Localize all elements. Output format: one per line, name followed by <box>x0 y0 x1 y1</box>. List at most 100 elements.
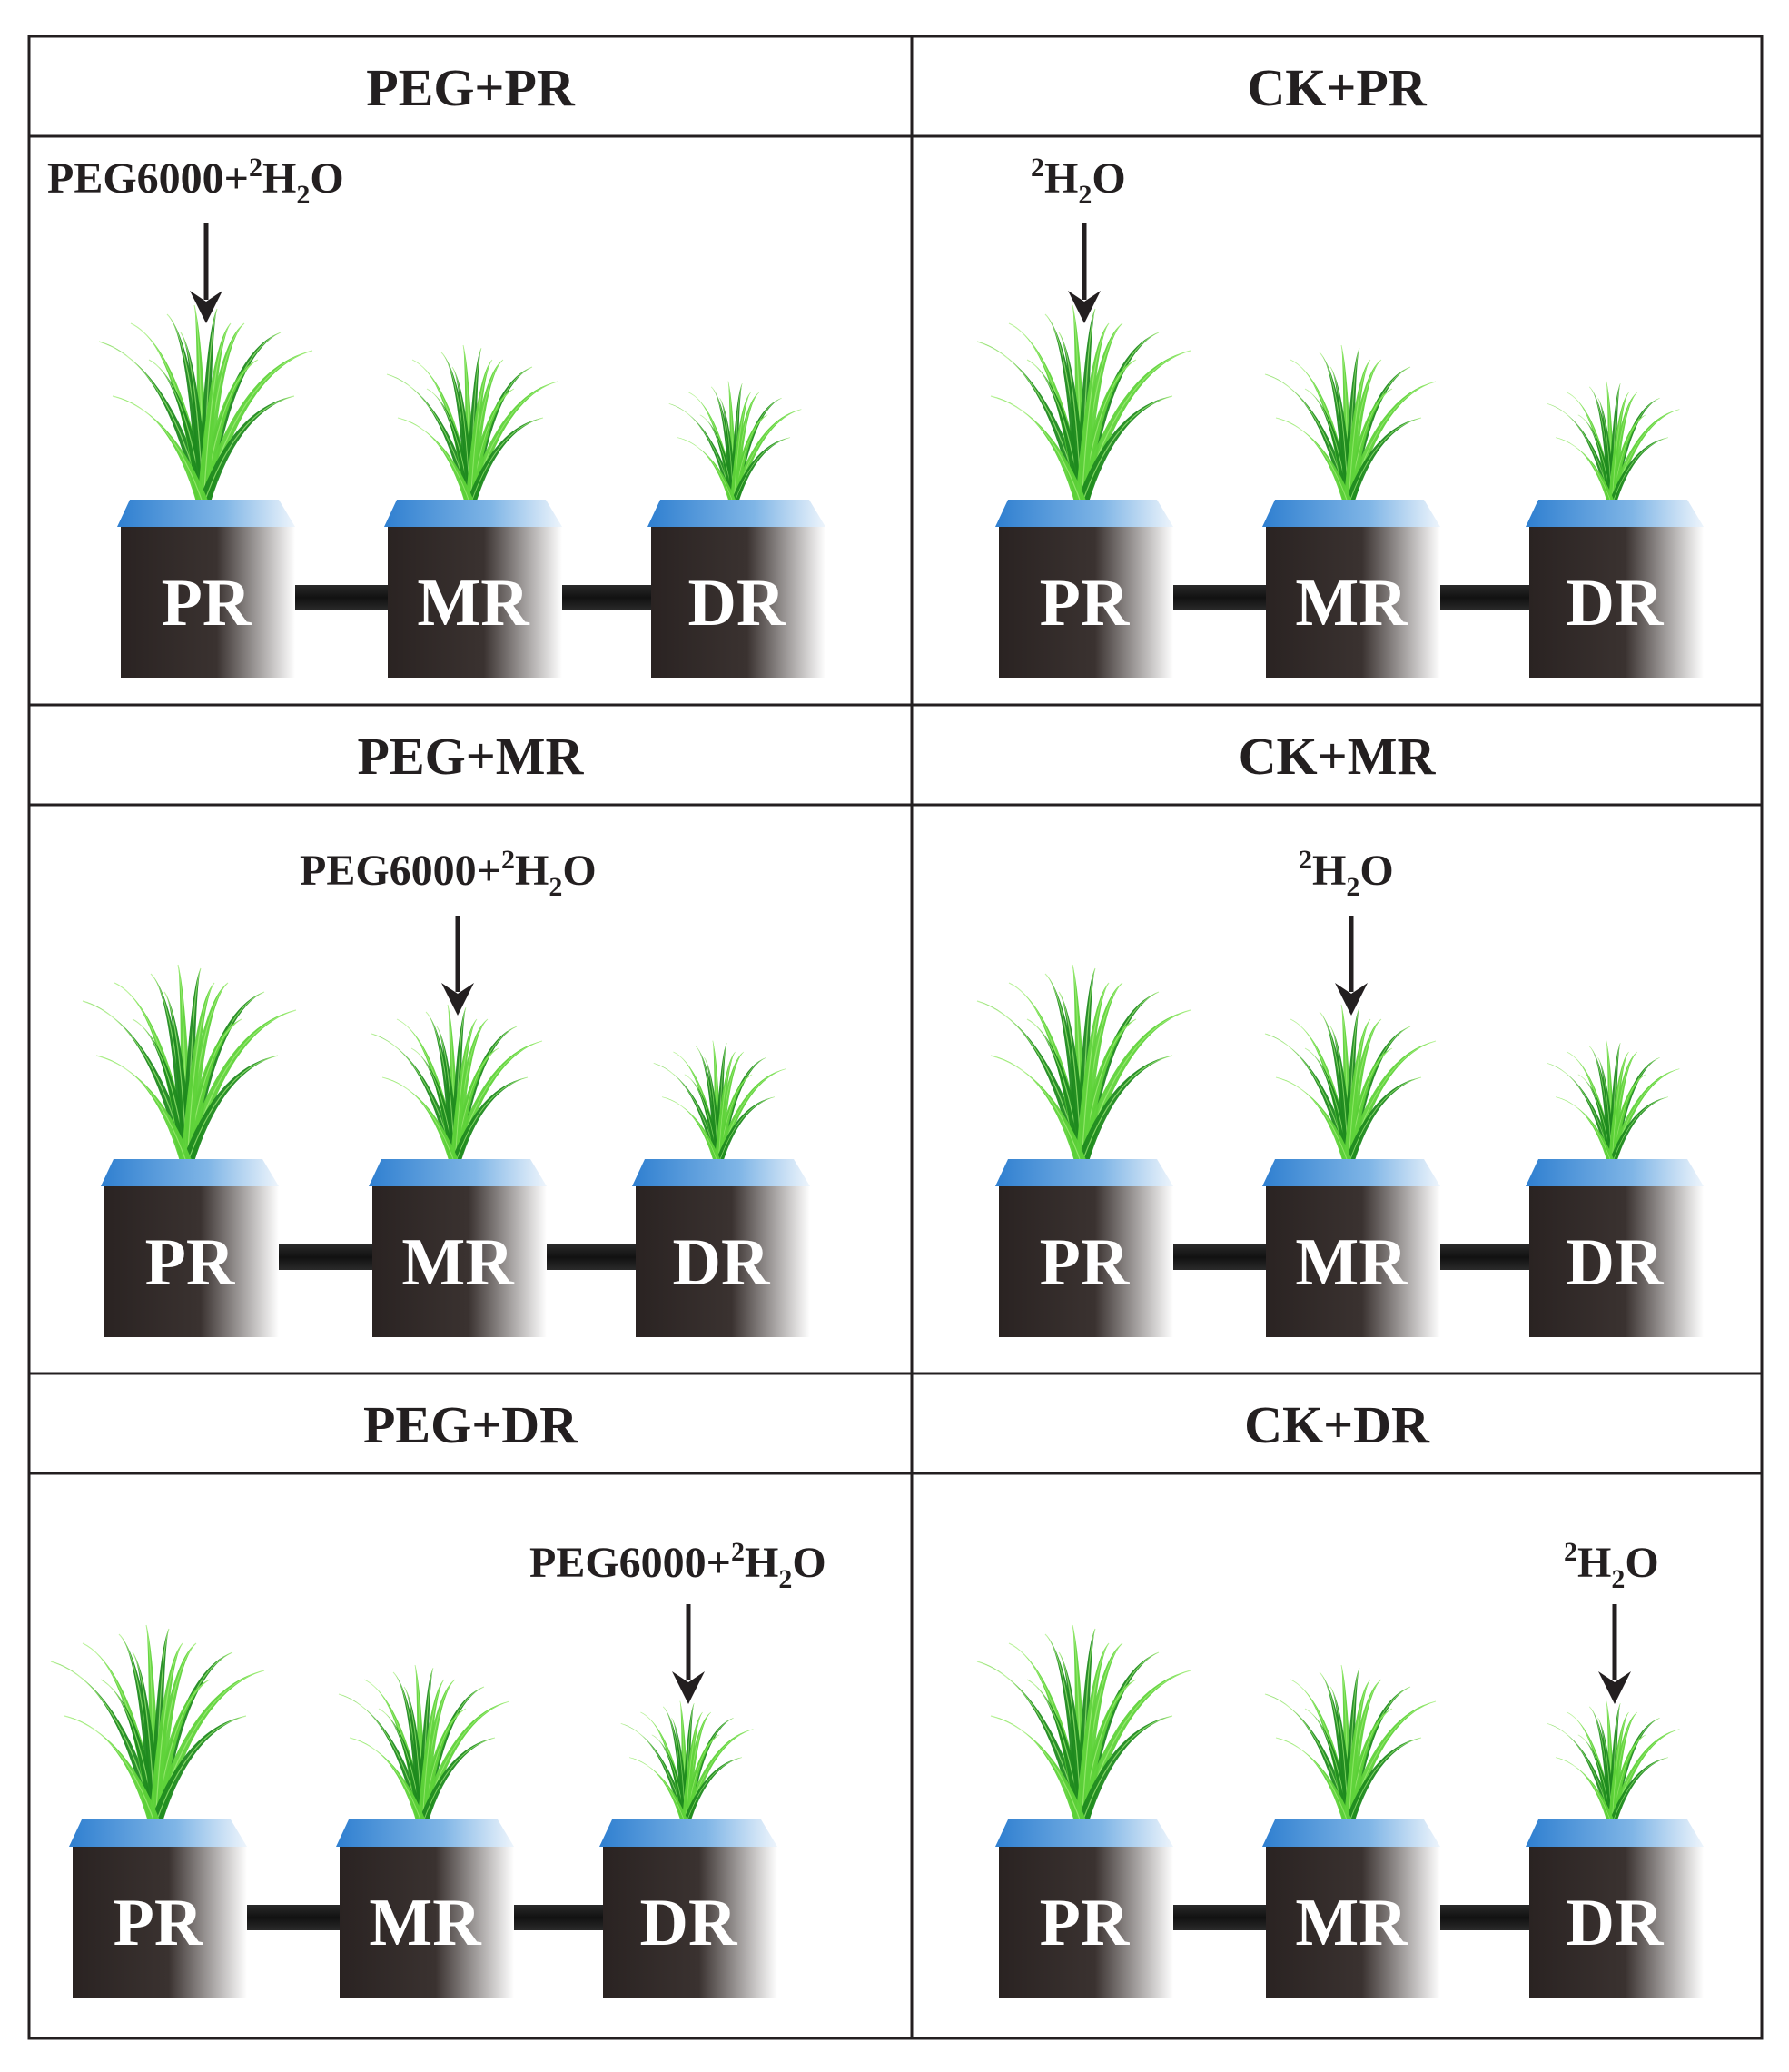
connector-tube <box>1437 585 1533 610</box>
arrow-head <box>672 1671 705 1704</box>
pot-label: MR <box>417 566 530 640</box>
grass-vein <box>1348 1018 1371 1165</box>
grass-vein <box>1611 1757 1669 1826</box>
label-h: H <box>1312 847 1346 895</box>
grass-blade <box>681 1712 703 1825</box>
label-h: H <box>515 847 549 895</box>
grass-vein <box>349 1737 423 1826</box>
grass-vein <box>1348 1076 1422 1165</box>
connector-tube <box>1170 1905 1270 1930</box>
pot-mr: MR <box>336 1664 514 1998</box>
pot-label: PR <box>1040 1886 1131 1960</box>
grass-tuft-icon <box>1547 381 1680 506</box>
pot-label: MR <box>369 1886 482 1960</box>
water-surface <box>1262 1159 1440 1186</box>
grass-tuft-icon <box>371 1004 543 1165</box>
water-surface <box>599 1819 777 1847</box>
grass-vein <box>685 1757 743 1826</box>
grass-blade <box>1343 1680 1370 1825</box>
pot-label: PR <box>1040 1225 1131 1300</box>
pot-pr: PR <box>976 304 1191 678</box>
grass-blade <box>181 983 214 1165</box>
grass-blade <box>714 1074 753 1165</box>
pot-label: MR <box>401 1225 515 1300</box>
label-h: H <box>745 1539 778 1587</box>
pot-dr: DR <box>647 381 825 678</box>
grass-tuft-icon <box>1264 1664 1437 1826</box>
pot-body <box>999 527 1173 678</box>
pot-label: PR <box>162 566 252 640</box>
grass-blade <box>1607 1074 1646 1165</box>
pot-body <box>1529 527 1704 678</box>
grass-blade <box>1577 414 1616 505</box>
grass-blade <box>1607 1712 1629 1825</box>
grass-vein <box>397 417 471 506</box>
pot-label: DR <box>640 1886 738 1960</box>
water-surface <box>117 500 295 527</box>
grass-tuft-icon <box>338 1664 510 1826</box>
connector-tube <box>1170 585 1270 610</box>
treatment-label-main: PEG6000+ <box>300 847 501 895</box>
subscript: 2 <box>778 1564 792 1594</box>
water-surface <box>101 1159 279 1186</box>
grass-vein <box>421 1679 445 1826</box>
grass-vein <box>203 395 295 506</box>
connector-tube <box>1170 1244 1270 1270</box>
grass-blade <box>417 1680 444 1825</box>
grass-vein <box>1348 359 1371 506</box>
label-o: O <box>562 847 596 895</box>
label-o: O <box>1092 154 1125 203</box>
grass-vein <box>661 1096 719 1165</box>
grass-tuft-icon <box>1264 1004 1437 1165</box>
grass-vein <box>685 1711 703 1826</box>
grass-blade <box>450 1019 477 1165</box>
grass-vein <box>628 1757 687 1826</box>
grass-blade <box>465 360 492 505</box>
grass-blade <box>101 1680 162 1825</box>
water-surface <box>647 500 825 527</box>
down-arrow-icon <box>441 916 474 1016</box>
grass-vein <box>154 1642 183 1826</box>
label-o: O <box>1359 847 1393 895</box>
arrow-head <box>441 983 474 1016</box>
grass-blade <box>427 389 476 505</box>
grass-vein <box>64 1715 156 1826</box>
grass-vein <box>1611 1711 1629 1826</box>
water-surface <box>995 1159 1173 1186</box>
grass-blade <box>1075 360 1136 505</box>
grass-blade <box>133 1019 193 1165</box>
connector-tube <box>1437 1244 1533 1270</box>
grass-vein <box>677 437 735 506</box>
treatment-label-main: PEG6000+ <box>47 154 249 203</box>
pot-body <box>999 1186 1173 1337</box>
grass-vein <box>454 1076 529 1165</box>
grass-vein <box>1611 1051 1629 1165</box>
water-surface <box>1526 1159 1704 1186</box>
grass-blade <box>417 1709 466 1825</box>
down-arrow-icon <box>1598 1604 1631 1704</box>
connector-tube <box>275 1244 376 1270</box>
superscript: 2 <box>1564 1537 1577 1567</box>
subscript: 2 <box>1078 180 1092 210</box>
grass-blade <box>1607 392 1629 505</box>
superscript: 2 <box>501 845 515 875</box>
pot-mr: MR <box>1262 1004 1440 1337</box>
grass-vein <box>112 395 204 506</box>
panel-header: CK+MR <box>1239 727 1437 786</box>
grass-blade <box>1027 1019 1088 1165</box>
grass-blade <box>149 1643 183 1825</box>
water-surface <box>1526 500 1704 527</box>
pot-label: DR <box>1567 1225 1665 1300</box>
grass-blade <box>699 414 738 505</box>
subscript: 2 <box>1346 872 1359 902</box>
grass-tuft-icon <box>82 964 297 1165</box>
pot-label: MR <box>1295 1886 1408 1960</box>
panel-header: CK+PR <box>1247 58 1427 117</box>
pot-body <box>388 527 562 678</box>
treatment-label-main: PEG6000+ <box>529 1539 731 1587</box>
label-o: O <box>310 154 343 203</box>
pot-body <box>1529 1186 1704 1337</box>
